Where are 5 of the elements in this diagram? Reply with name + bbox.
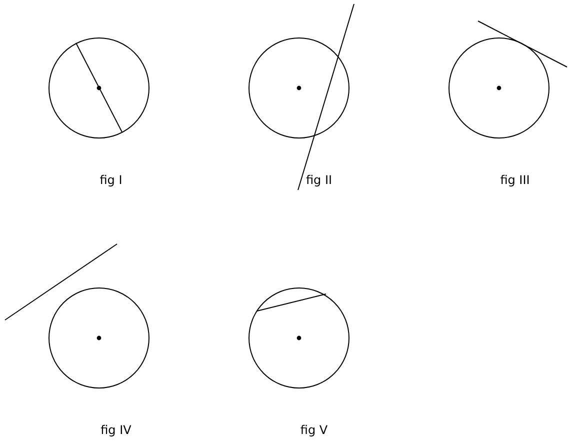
figure-label: fig I (100, 173, 122, 187)
figure-label: fig III (500, 173, 530, 187)
figure-label: fig V (300, 423, 328, 437)
figure-label: fig II (306, 173, 332, 187)
figure-label: fig IV (100, 423, 132, 437)
